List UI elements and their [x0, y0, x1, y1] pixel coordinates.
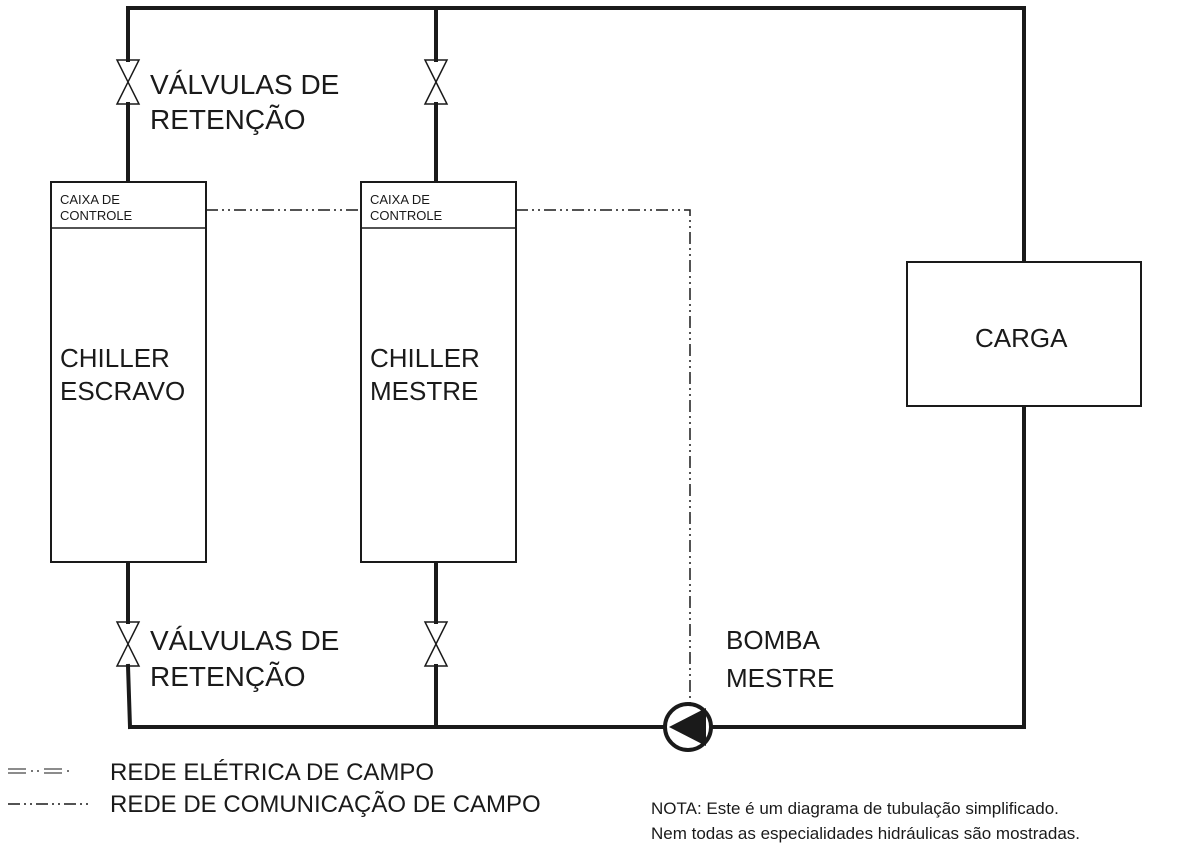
- master-control-box-label-line1: CAIXA DE: [370, 192, 430, 207]
- load-label: CARGA: [975, 323, 1068, 353]
- note-line2: Nem todas as especialidades hidráulicas …: [651, 824, 1080, 843]
- chiller-slave: CAIXA DE CONTROLE CHILLER ESCRAVO: [50, 181, 207, 563]
- slave-chiller-name-line1: CHILLER: [60, 343, 170, 373]
- master-top-check-valve: [423, 59, 449, 105]
- master-pump: [663, 702, 713, 752]
- top-valves-label-line2: RETENÇÃO: [150, 104, 306, 135]
- master-chiller-name-line1: CHILLER: [370, 343, 480, 373]
- top-valves-label-line1: VÁLVULAS DE: [150, 69, 339, 100]
- master-chiller-name-line2: MESTRE: [370, 376, 478, 406]
- pump-label-line2: MESTRE: [726, 663, 834, 693]
- load-box: CARGA: [906, 261, 1142, 407]
- note-line1: NOTA: Este é um diagrama de tubulação si…: [651, 799, 1059, 818]
- slave-top-check-valve: [115, 59, 141, 105]
- slave-bottom-check-valve: [115, 621, 141, 667]
- slave-control-box-label-line2: CONTROLE: [60, 208, 133, 223]
- legend-electrical-label: REDE ELÉTRICA DE CAMPO: [110, 759, 434, 786]
- slave-chiller-name-line2: ESCRAVO: [60, 376, 185, 406]
- chiller-master: CAIXA DE CONTROLE CHILLER MESTRE: [360, 181, 517, 563]
- master-bottom-check-valve: [423, 621, 449, 667]
- legend-communication-label: REDE DE COMUNICAÇÃO DE CAMPO: [110, 791, 541, 818]
- slave-control-box-label-line1: CAIXA DE: [60, 192, 120, 207]
- load-return-pipe: [710, 404, 1026, 729]
- communication-network-line: [206, 209, 691, 704]
- legend-electrical-symbol: [8, 768, 69, 774]
- top-supply-pipe: [126, 6, 1026, 264]
- master-control-box-label-line2: CONTROLE: [370, 208, 443, 223]
- pump-label-line1: BOMBA: [726, 625, 821, 655]
- bottom-valves-label-line2: RETENÇÃO: [150, 661, 306, 692]
- slave-bottom-riser: [125, 560, 133, 730]
- bottom-valves-label-line1: VÁLVULAS DE: [150, 625, 339, 656]
